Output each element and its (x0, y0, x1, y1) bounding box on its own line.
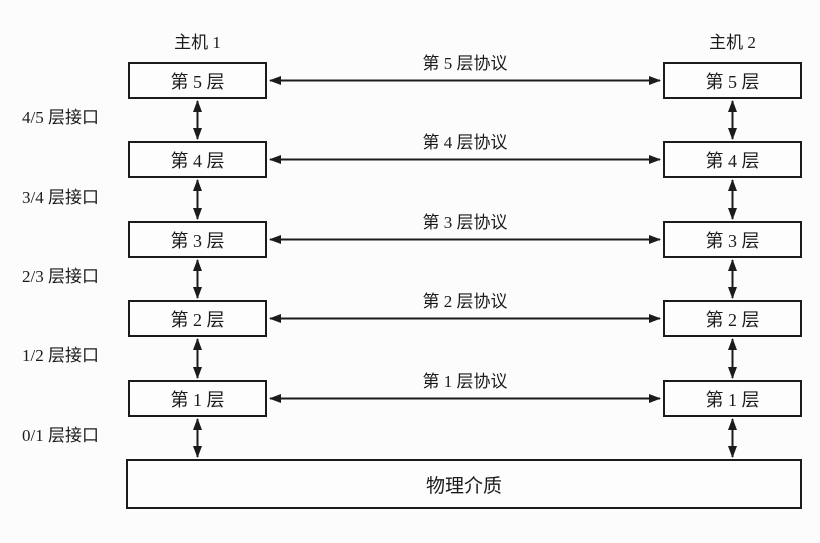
interface-3-4-label: 3/4 层接口 (22, 188, 99, 207)
interface-0-1-label: 0/1 层接口 (22, 426, 99, 445)
host2-layer1-box: 第 1 层 (663, 380, 802, 417)
layer3-protocol-label: 第 3 层协议 (422, 213, 508, 232)
host2-layer4-box: 第 4 层 (663, 141, 802, 178)
host2-title: 主机 2 (709, 33, 756, 52)
host2-layer2-box: 第 2 层 (663, 300, 802, 337)
interface-4-5-label: 4/5 层接口 (22, 108, 99, 127)
layer2-protocol-label: 第 2 层协议 (422, 292, 508, 311)
layer1-protocol-label: 第 1 层协议 (422, 372, 508, 391)
interface-2-3-label: 2/3 层接口 (22, 267, 99, 286)
host2-layer3-box: 第 3 层 (663, 221, 802, 258)
host1-layer4-box: 第 4 层 (128, 141, 267, 178)
host1-layer2-box: 第 2 层 (128, 300, 267, 337)
interface-1-2-label: 1/2 层接口 (22, 346, 99, 365)
host1-layer5-box: 第 5 层 (128, 62, 267, 99)
host1-layer1-box: 第 1 层 (128, 380, 267, 417)
physical-medium-box: 物理介质 (126, 459, 802, 509)
host1-title: 主机 1 (174, 33, 221, 52)
layer5-protocol-label: 第 5 层协议 (422, 54, 508, 73)
layer4-protocol-label: 第 4 层协议 (422, 133, 508, 152)
host1-layer3-box: 第 3 层 (128, 221, 267, 258)
host2-layer5-box: 第 5 层 (663, 62, 802, 99)
